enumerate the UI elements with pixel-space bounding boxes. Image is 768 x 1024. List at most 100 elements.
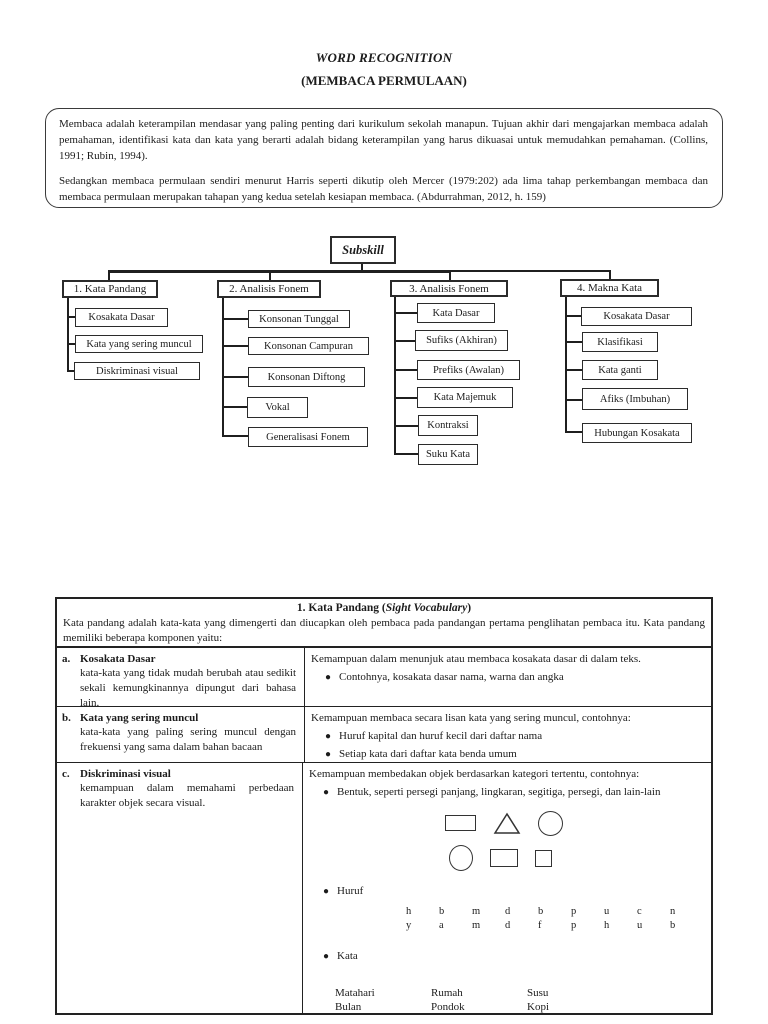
shapes-row-1: [445, 810, 703, 836]
bullet-icon: ●: [323, 886, 330, 897]
branch-3-stub-1: [394, 312, 417, 314]
branch-1-header: 1. Kata Pandang: [62, 280, 158, 298]
letters-row-1: h b m d b p u c n: [406, 905, 703, 919]
circle-shape: [538, 810, 563, 836]
branch-3-header: 3. Analisis Fonem: [390, 280, 508, 297]
row-b-left-cell: b. Kata yang sering muncul kata-kata yan…: [57, 707, 305, 762]
bullet-icon: ●: [325, 731, 332, 742]
row-b-desc: Kemampuan membaca secara lisan kata yang…: [311, 712, 631, 724]
row-a-letter: a.: [62, 653, 71, 665]
letter-cell: h: [604, 920, 610, 931]
shapes-row-2: [449, 844, 703, 872]
letter-cell: m: [472, 920, 481, 931]
table-row-a: a. Kosakata Dasar kata-kata yang tidak m…: [57, 648, 711, 709]
row-a-left-cell: a. Kosakata Dasar kata-kata yang tidak m…: [57, 648, 305, 709]
branch-3-stub-3: [394, 369, 417, 371]
row-c-bullet-huruf-text: Huruf: [337, 885, 364, 897]
bullet-icon: ●: [325, 749, 332, 760]
bullet-icon: ●: [323, 951, 330, 962]
letter-cell: b: [538, 906, 544, 917]
word-cell: Kopi: [527, 1001, 549, 1013]
row-b-bullet-2: ● Setiap kata dari daftar kata benda umu…: [311, 747, 703, 762]
row-a-bullet-1: ● Contohnya, kosakata dasar nama, warna …: [311, 670, 703, 685]
letter-cell: h: [406, 906, 412, 917]
row-b-bullet-2-text: Setiap kata dari daftar kata benda umum: [339, 748, 517, 760]
branch-3-stub-2: [394, 340, 415, 342]
doc-subtitle: (MEMBACA PERMULAAN): [301, 73, 467, 88]
kata-pandang-table: 1. Kata Pandang (Sight Vocabulary) Kata …: [55, 597, 713, 1015]
row-b-bullet-1-text: Huruf kapital dan huruf kecil dari dafta…: [339, 730, 543, 742]
letter-cell: p: [571, 906, 577, 917]
node-generalisasi-fonem: Generalisasi Fonem: [248, 427, 368, 447]
node-suku-kata: Suku Kata: [418, 444, 478, 465]
branch-1-spine: [67, 298, 69, 372]
branch-3-stub-4: [394, 397, 417, 399]
intro-paragraph-2: Sedangkan membaca permulaan sendiri menu…: [59, 175, 708, 203]
letter-cell: b: [670, 920, 676, 931]
word-cell: Susu: [527, 987, 549, 999]
letter-cell: c: [637, 906, 642, 917]
branch-4-stub-3: [565, 369, 582, 371]
branch-2-stub-3: [222, 376, 248, 378]
node-prefiks: Prefiks (Awalan): [417, 360, 520, 380]
intro-box: Membaca adalah keterampilan mendasar yan…: [45, 108, 723, 208]
word-cell: Bulan: [335, 1001, 362, 1013]
node-hubungan-kosakata: Hubungan Kosakata: [582, 423, 692, 443]
row-c-desc: Kemampuan membedakan objek berdasarkan k…: [309, 768, 640, 780]
branch-1-stub-3: [67, 370, 76, 372]
circle-shape: [449, 845, 473, 871]
node-sufiks: Sufiks (Akhiran): [415, 330, 508, 351]
letter-cell: m: [472, 906, 481, 917]
letter-cell: n: [670, 906, 676, 917]
branch-3-spine: [394, 297, 396, 455]
branch-3-stub-5: [394, 425, 418, 427]
node-kosakata-dasar-4: Kosakata Dasar: [581, 307, 692, 326]
table-title-italic: Sight Vocabulary: [385, 602, 468, 614]
branch-2-stub-5: [222, 435, 248, 437]
row-c-right-cell: Kemampuan membedakan objek berdasarkan k…: [303, 763, 711, 1014]
row-a-term: Kosakata Dasar: [80, 653, 156, 665]
node-kontraksi: Kontraksi: [418, 415, 478, 436]
row-b-term: Kata yang sering muncul: [80, 712, 199, 724]
node-kosakata-dasar-1: Kosakata Dasar: [75, 308, 168, 327]
words-grid: Matahari Rumah Susu Bulan Pondok Kopi: [335, 986, 703, 1014]
letter-cell: d: [505, 920, 511, 931]
connector-horizontal-right: [450, 270, 611, 272]
letter-cell: a: [439, 920, 444, 931]
connector-root-stem: [361, 264, 363, 271]
row-a-bullet-1-text: Contohnya, kosakata dasar nama, warna da…: [339, 671, 564, 683]
table-header-cell: 1. Kata Pandang (Sight Vocabulary) Kata …: [57, 599, 711, 648]
branch-4-header: 4. Makna Kata: [560, 279, 659, 297]
table-title-pre: 1. Kata Pandang (: [296, 602, 386, 614]
row-c-definition: kemampuan dalam memahami perbedaan karak…: [80, 782, 294, 809]
branch-1-stub-1: [67, 316, 76, 318]
word-cell: Pondok: [431, 1001, 465, 1013]
word-cell: Rumah: [431, 987, 463, 999]
branch-4-stub-2: [565, 341, 582, 343]
row-a-definition: kata-kata yang tidak mudah berubah atau …: [80, 667, 296, 709]
row-a-desc: Kemampuan dalam menunjuk atau membaca ko…: [311, 653, 641, 665]
connector-drop-1: [108, 270, 110, 280]
node-diskriminasi-visual: Diskriminasi visual: [74, 362, 200, 380]
branch-1-stub-2: [67, 343, 76, 345]
row-c-bullet-huruf: ● Huruf: [309, 884, 703, 899]
branch-2-stub-1: [222, 318, 248, 320]
row-b-right-cell: Kemampuan membaca secara lisan kata yang…: [305, 707, 711, 762]
intro-paragraph-1: Membaca adalah keterampilan mendasar yan…: [59, 118, 708, 162]
bullet-icon: ●: [323, 787, 330, 798]
branch-4-stub-1: [565, 315, 581, 317]
row-a-right-cell: Kemampuan dalam menunjuk atau membaca ko…: [305, 648, 711, 706]
row-b-letter: b.: [62, 712, 71, 724]
table-row-c: c. Diskriminasi visual kemampuan dalam m…: [57, 763, 711, 1014]
branch-2-stub-2: [222, 345, 248, 347]
rectangle-shape: [445, 815, 476, 831]
branch-3-stub-6: [394, 453, 418, 455]
node-subskill: Subskill: [330, 236, 396, 264]
doc-title: WORD RECOGNITION: [315, 50, 453, 65]
node-konsonan-tunggal: Konsonan Tunggal: [248, 310, 350, 328]
table-row-b: b. Kata yang sering muncul kata-kata yan…: [57, 707, 711, 763]
node-klasifikasi: Klasifikasi: [582, 332, 658, 352]
connector-drop-3: [449, 270, 451, 280]
letter-cell: p: [571, 920, 577, 931]
node-afiks: Afiks (Imbuhan): [582, 388, 688, 410]
